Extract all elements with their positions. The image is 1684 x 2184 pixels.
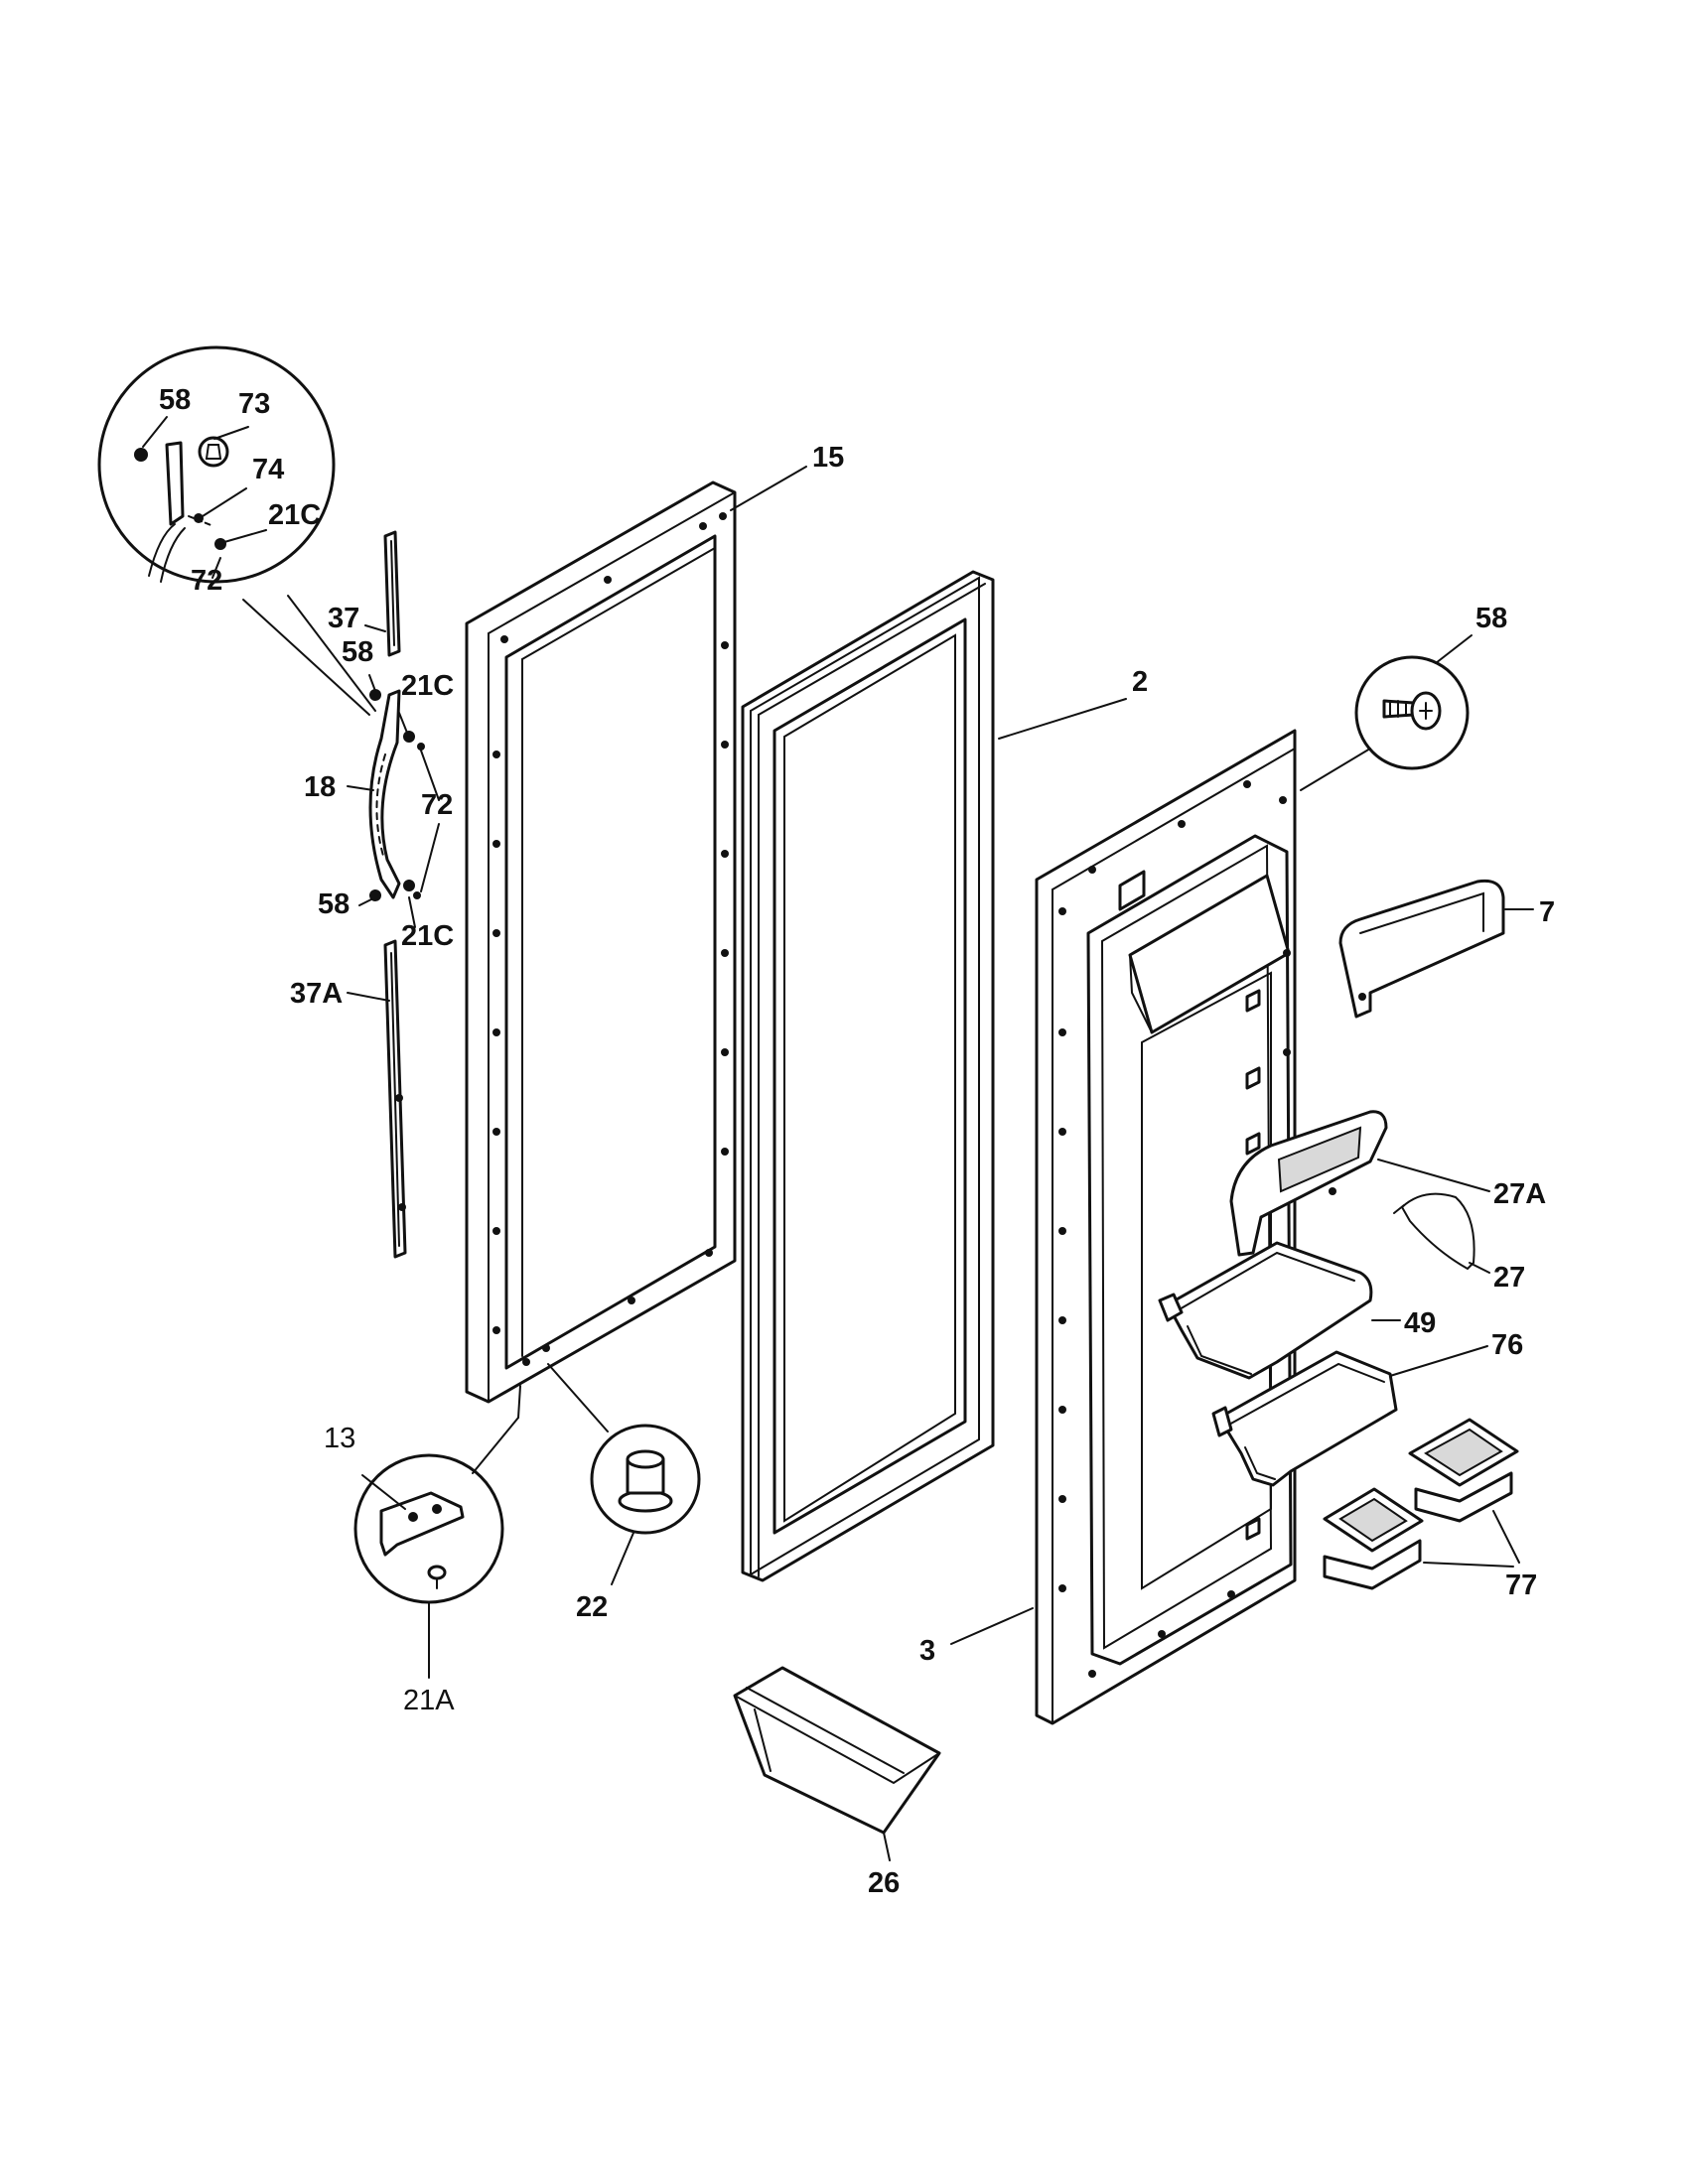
stop-leaders — [547, 1363, 634, 1585]
callout-7: 7 — [1539, 896, 1555, 928]
container-leaders — [1423, 1510, 1520, 1568]
clip-27 — [1393, 1192, 1475, 1271]
callout-26: 26 — [868, 1867, 900, 1899]
callout-73: 73 — [238, 388, 270, 420]
door-stop-22 — [590, 1424, 701, 1535]
hinge-detail-inset — [97, 345, 336, 584]
dispenser-cover-7 — [1338, 879, 1505, 1019]
door-handle-18 — [368, 689, 425, 901]
callout-labels: 58 73 74 21C 72 15 37 58 21C 18 72 58 21… — [159, 384, 1555, 1899]
container-set-77 — [1323, 1418, 1519, 1590]
liner-holes — [1058, 780, 1291, 1678]
callout-21c-lower: 21C — [401, 920, 454, 952]
callout-74: 74 — [252, 454, 284, 485]
screw-58-leaders — [1300, 634, 1473, 791]
frame-holes — [492, 512, 729, 1366]
callout-27a: 27A — [1493, 1178, 1546, 1210]
hinge-bracket-inset — [353, 1453, 504, 1604]
callout-37: 37 — [328, 603, 359, 634]
callout-21c-inset: 21C — [268, 499, 321, 531]
shelf-bin-49 — [1158, 1241, 1373, 1380]
callout-3: 3 — [919, 1635, 935, 1667]
screw-58-detail — [1354, 655, 1470, 770]
callout-49: 49 — [1404, 1307, 1436, 1339]
trim-strip-37a — [383, 939, 407, 1259]
callout-58-inset: 58 — [159, 384, 191, 416]
door-frame-15 — [465, 480, 737, 1404]
trim-27a — [1229, 1110, 1388, 1257]
callout-13: 13 — [324, 1423, 355, 1454]
callout-18: 18 — [304, 771, 336, 803]
handle-leaders — [347, 624, 440, 1002]
callout-15: 15 — [812, 442, 844, 474]
door-gasket-2 — [741, 570, 995, 1582]
callout-58-right: 58 — [1475, 603, 1507, 634]
trim-strip-37 — [383, 530, 401, 657]
bottom-bin-26 — [733, 1666, 941, 1835]
callout-21c-upper: 21C — [401, 670, 454, 702]
hinge-inset-leaders — [361, 1385, 521, 1679]
callout-72-inset: 72 — [191, 565, 222, 597]
callout-77: 77 — [1505, 1570, 1537, 1601]
callout-21a: 21A — [403, 1685, 455, 1716]
inset-leaders — [142, 416, 376, 716]
inner-door-liner-3 — [1035, 729, 1297, 1725]
callout-22: 22 — [576, 1591, 608, 1623]
callout-27: 27 — [1493, 1262, 1525, 1294]
shelf-bin-76 — [1211, 1350, 1398, 1487]
callout-58-upper: 58 — [342, 636, 373, 668]
callout-58-lower: 58 — [318, 888, 350, 920]
callout-2: 2 — [1132, 666, 1148, 698]
callout-76: 76 — [1491, 1329, 1523, 1361]
callout-72: 72 — [421, 789, 453, 821]
callout-37a: 37A — [290, 978, 343, 1010]
